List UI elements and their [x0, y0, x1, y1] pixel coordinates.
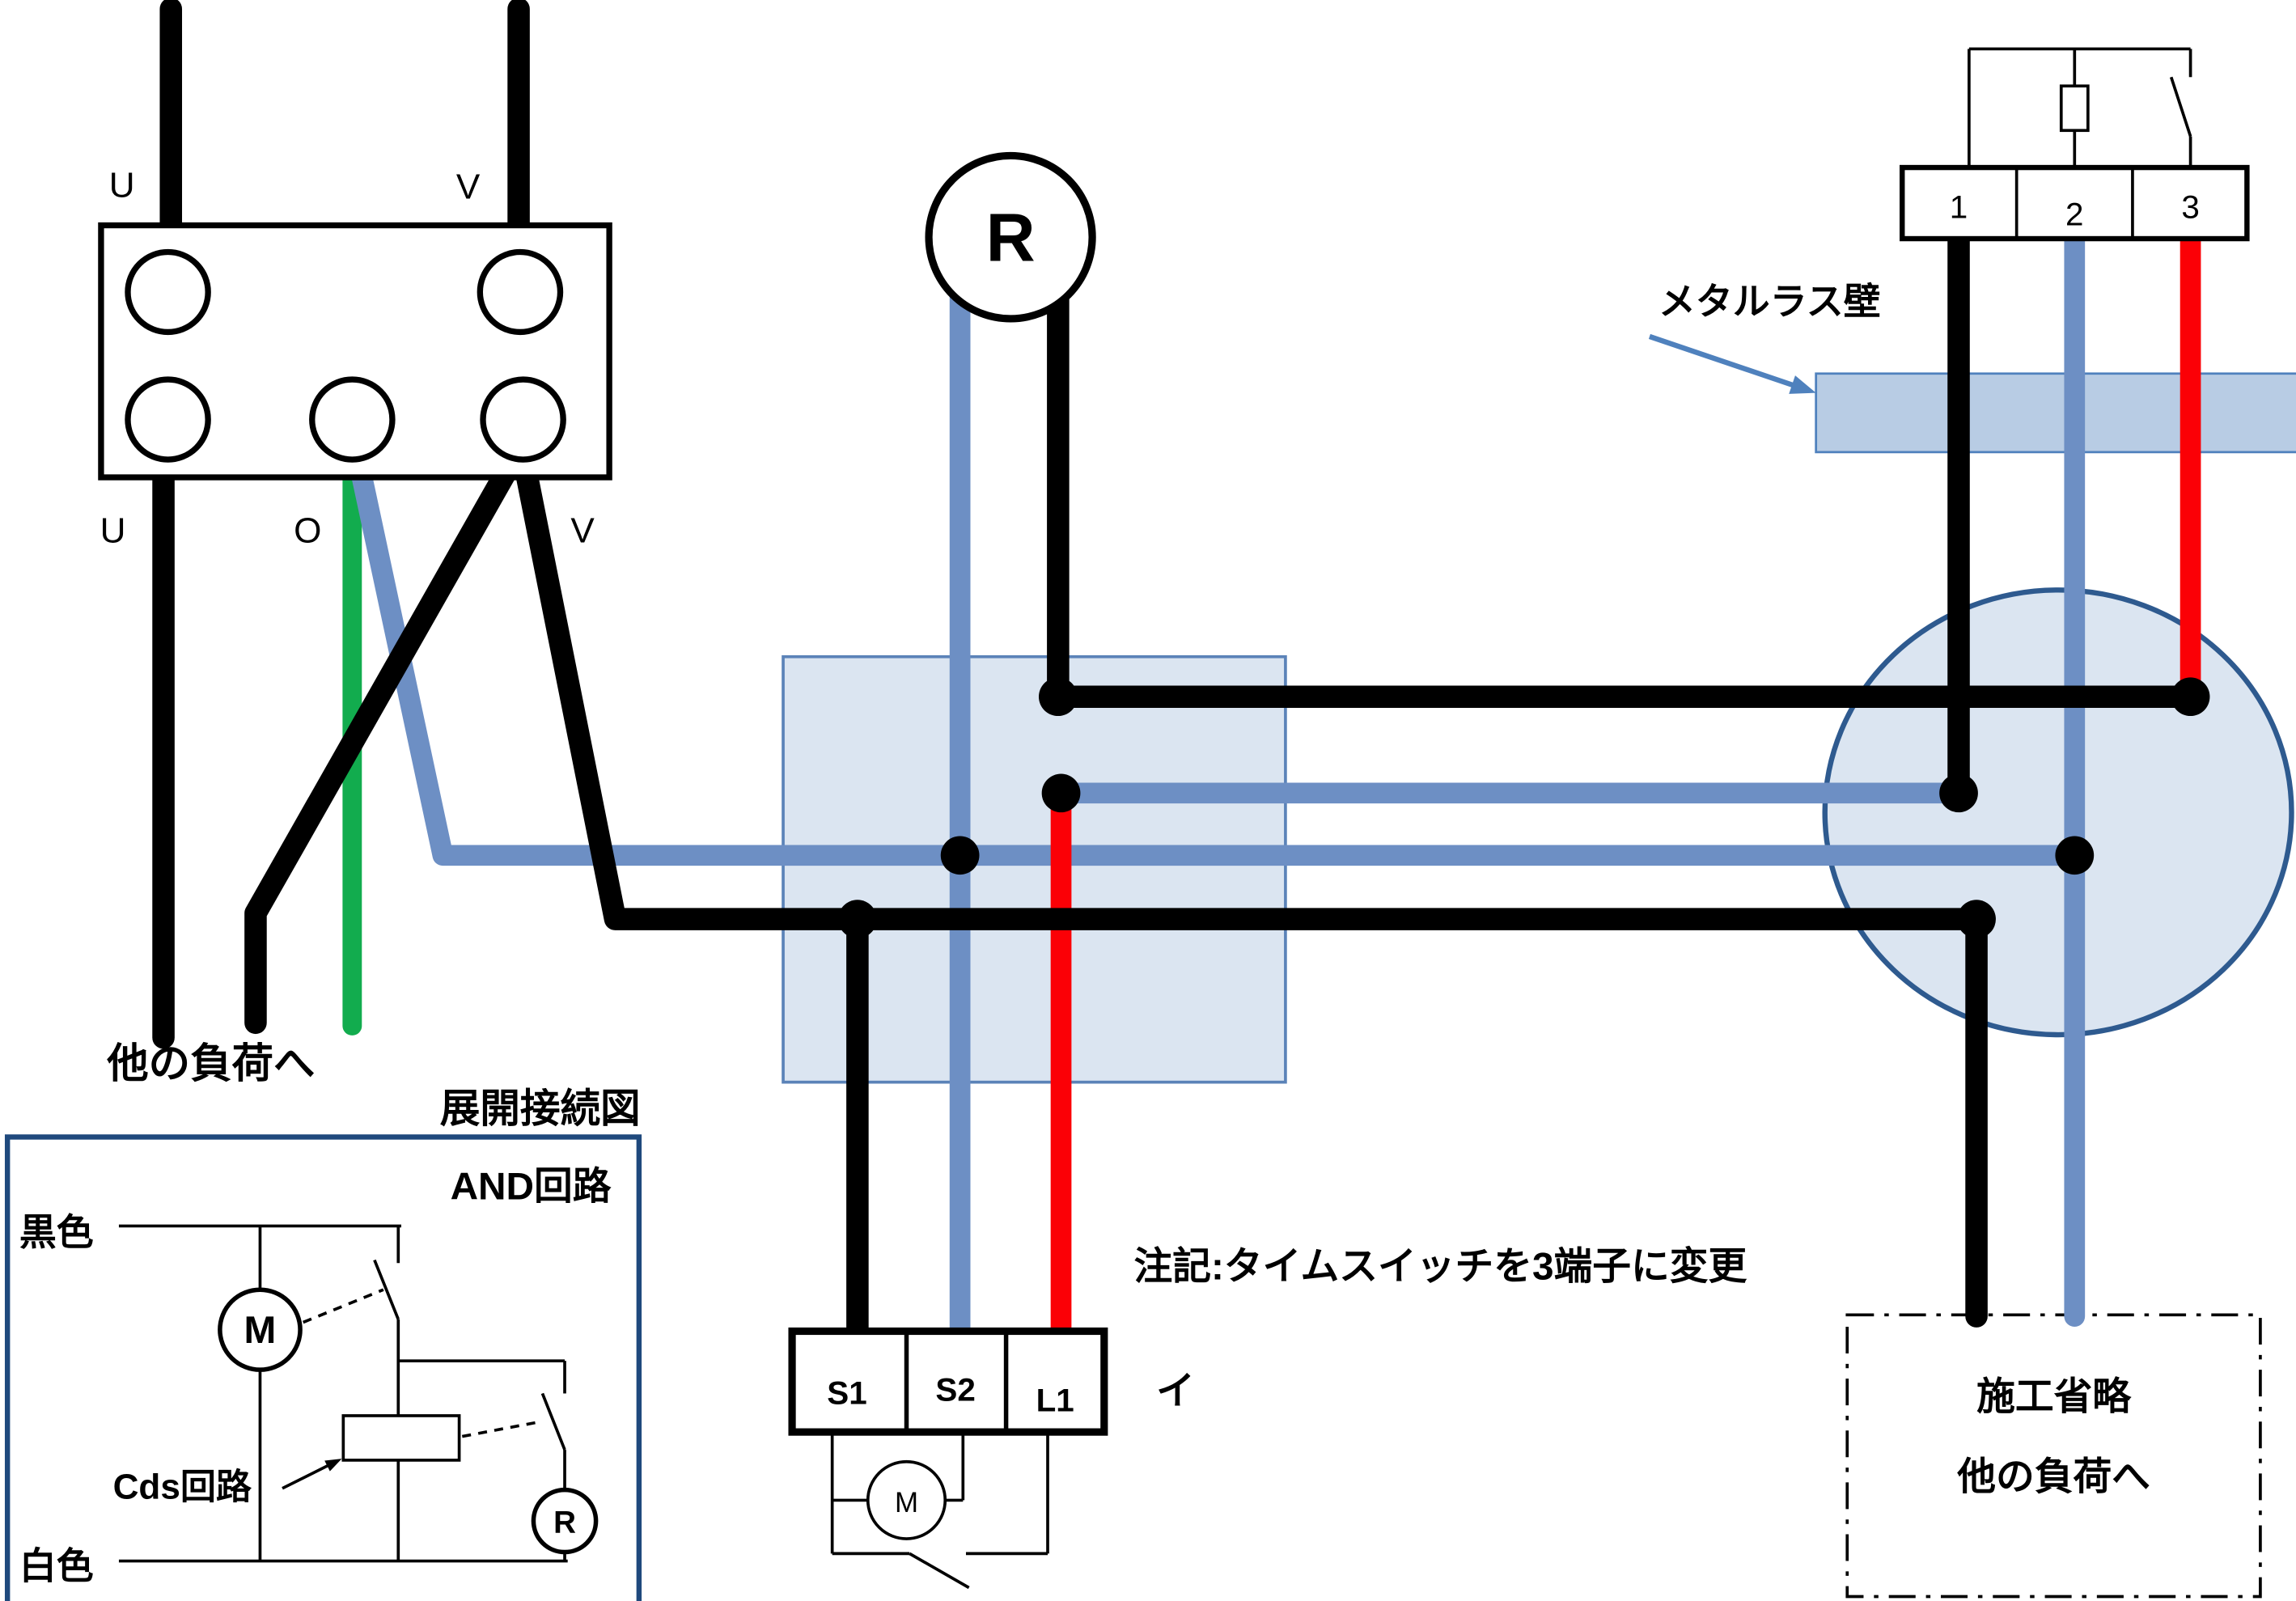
detail-circuit-lines — [118, 1224, 568, 1563]
note-text: 注記:タイムスイッチを3端子に変更 — [1134, 1245, 1747, 1288]
junction-dot — [2171, 677, 2210, 717]
detail-title: 展開接続図 — [440, 1086, 641, 1131]
blue-wire-group — [345, 228, 2086, 1345]
omission-line1: 施工省略 — [1976, 1376, 2132, 1419]
junction-dot — [1939, 773, 1978, 813]
auto-switch-element-box — [2059, 84, 2090, 133]
junction-dot — [2055, 836, 2095, 875]
detail-contact-blade-2 — [540, 1392, 566, 1451]
omission-line2: 他の負荷へ — [1956, 1456, 2150, 1499]
detail-contact-blade-1 — [373, 1259, 400, 1320]
left-other-load-label: 他の負荷へ — [106, 1040, 315, 1086]
detail-mechanical-link-2 — [461, 1420, 541, 1438]
terminal-circle-u-top — [125, 248, 211, 336]
detail-motor-label: M — [244, 1309, 277, 1352]
junction-dots — [838, 677, 2210, 938]
detail-lamp-symbol — [531, 1487, 599, 1555]
timer-motor-label: M — [895, 1487, 918, 1518]
terminal-circle-u-bottom — [125, 376, 211, 463]
junction-dot — [940, 836, 980, 875]
outlet-box-circle — [1822, 587, 2294, 1038]
terminal-circle-v-bottom — [480, 376, 566, 463]
cds-arrow-head — [324, 1459, 342, 1472]
detail-circuit-type: AND回路 — [451, 1165, 612, 1208]
label-v-top: V — [456, 167, 481, 207]
label-s1: S1 — [827, 1374, 866, 1411]
metal-lath-arrow-head — [1789, 375, 1816, 394]
metal-lath-wall-band — [1815, 372, 2296, 454]
detail-cds-label: Cds回路 — [113, 1468, 252, 1507]
detail-black-wire-label: 黒色 — [19, 1211, 94, 1253]
timer-internal-circuit — [830, 1432, 1049, 1590]
detail-relay-box — [341, 1414, 461, 1462]
detail-lamp-label: R — [553, 1506, 576, 1540]
label-u-bottom: U — [100, 511, 126, 551]
junction-dot — [838, 900, 877, 938]
cds-arrow-line — [282, 1463, 331, 1490]
label-terminal-3: 3 — [2181, 188, 2199, 225]
junction-dot — [1041, 773, 1081, 813]
wire-neutral-from-o-terminal — [345, 442, 2086, 866]
junction-dot — [1038, 677, 1078, 717]
wire-v-hot-run — [510, 438, 1988, 1328]
lamp-symbol — [925, 151, 1096, 323]
label-terminal-1: 1 — [1950, 188, 1968, 225]
terminal-circle-o-bottom — [309, 376, 396, 463]
terminal-circle-v-top — [477, 248, 564, 336]
wire-v-other-load — [244, 433, 533, 1035]
timer-terminal-block — [788, 1327, 1108, 1436]
label-v-bottom: V — [570, 511, 595, 551]
label-l1: L1 — [1036, 1381, 1074, 1418]
auto-switch-internal-circuit — [1968, 47, 2192, 168]
junction-dot — [1957, 900, 1996, 938]
label-o-bottom: O — [294, 511, 321, 551]
label-terminal-2: 2 — [2065, 196, 2083, 233]
red-wire-group — [1050, 228, 2201, 1345]
detail-mechanical-link-1 — [303, 1288, 384, 1324]
construction-omitted-box — [1845, 1313, 2262, 1599]
label-s2: S2 — [935, 1371, 975, 1408]
detail-white-wire-label: 白色 — [19, 1545, 94, 1587]
auto-switch-terminal-block — [1900, 164, 2250, 242]
metal-lath-label: メタルラス壁 — [1658, 281, 1881, 323]
detail-motor-symbol — [218, 1287, 303, 1372]
timer-contact-blade — [909, 1552, 970, 1590]
auto-switch-contact-blade — [2169, 76, 2192, 138]
metal-lath-arrow-line — [1648, 333, 1799, 390]
label-u-top: U — [109, 166, 135, 205]
lamp-label: R — [986, 200, 1036, 276]
circuit-mark-i: イ — [1156, 1370, 1195, 1413]
